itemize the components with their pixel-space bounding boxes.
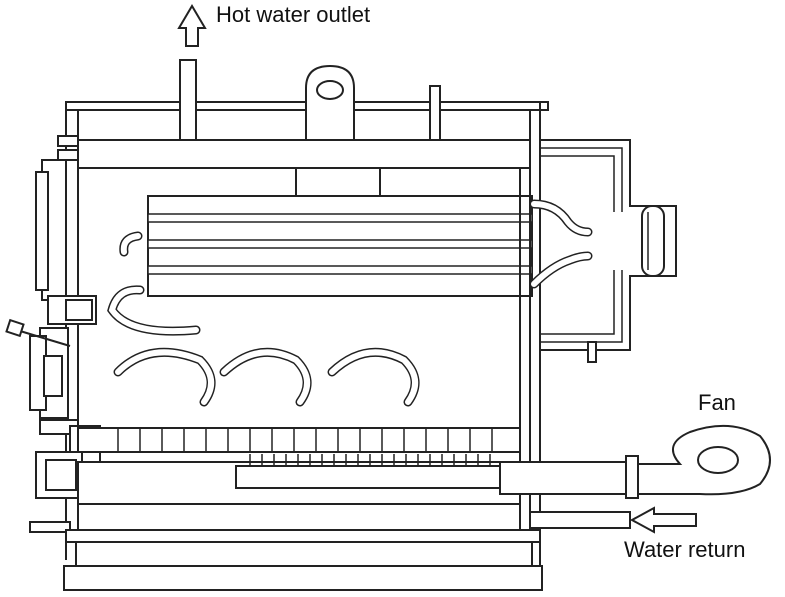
flue-box bbox=[540, 139, 677, 363]
top-shell bbox=[65, 59, 549, 197]
water-return-label: Water return bbox=[624, 537, 746, 562]
fan-label: Fan bbox=[698, 390, 736, 415]
flow-arrows bbox=[107, 199, 593, 407]
hot-water-outlet-label: Hot water outlet bbox=[216, 2, 371, 27]
return-arrow-icon bbox=[629, 506, 697, 534]
fan bbox=[637, 424, 771, 496]
water-tubes bbox=[77, 427, 521, 453]
outlet-arrow-icon bbox=[177, 4, 207, 47]
base bbox=[63, 529, 543, 591]
water-return bbox=[529, 506, 697, 534]
lifting-lug bbox=[305, 64, 355, 141]
burner bbox=[77, 454, 639, 505]
smoke-tubes bbox=[147, 195, 533, 297]
